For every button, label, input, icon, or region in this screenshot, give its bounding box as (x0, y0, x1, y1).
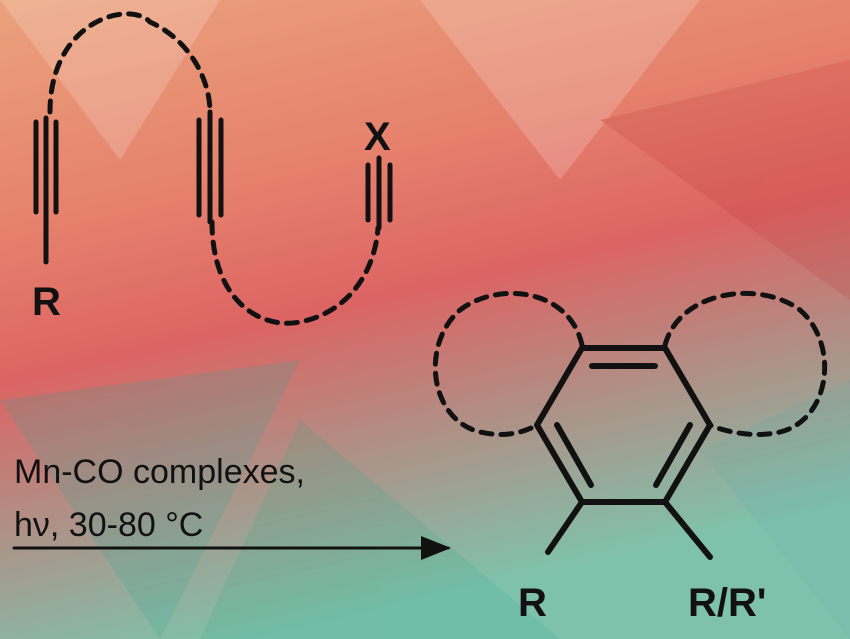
dashed-tether-top (47, 11, 213, 115)
conditions-temperature: hν, 30-80 °C (14, 506, 204, 544)
dashed-ring-left (432, 290, 585, 437)
alkyne-right (365, 155, 393, 231)
alkyne-middle (196, 109, 224, 225)
reactant-terminal-x: X (364, 115, 391, 159)
product-substituent-right: R/R' (688, 581, 767, 625)
conditions-catalyst: Mn-CO complexes, (14, 453, 305, 491)
alkyne-left (33, 115, 59, 265)
dashed-ring-right (662, 290, 828, 437)
reactant-substituent-r: R (32, 280, 61, 324)
product-substituent-left: R (518, 581, 547, 625)
dashed-tether-bottom (209, 219, 381, 326)
benzene-ring (534, 345, 713, 560)
